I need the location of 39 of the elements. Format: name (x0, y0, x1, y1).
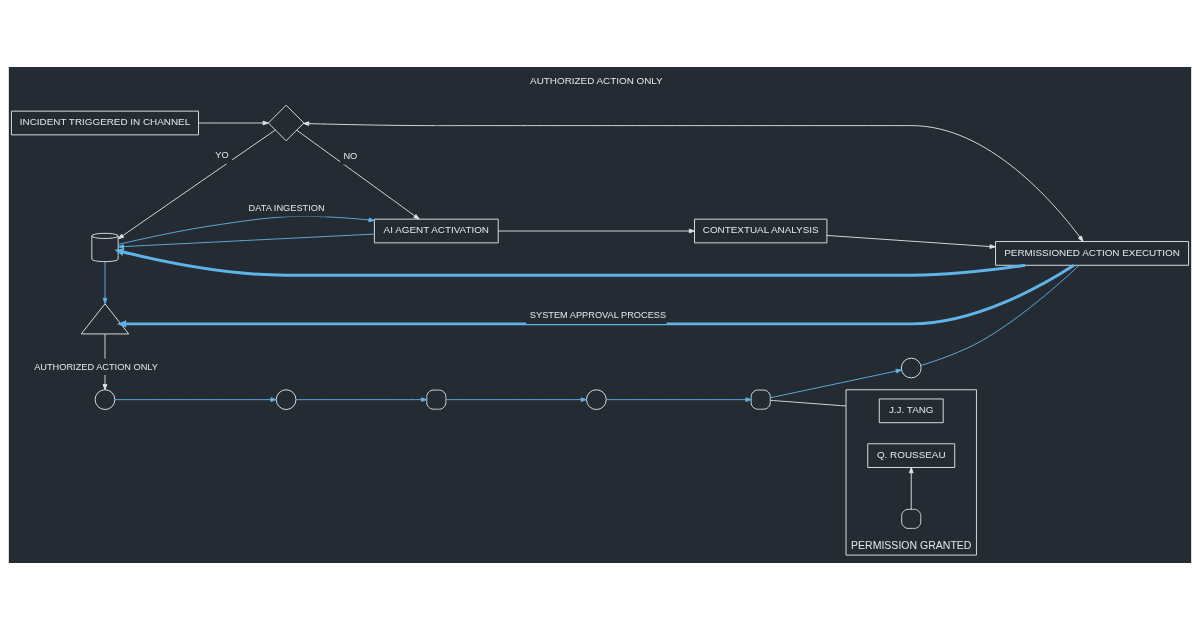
node-box: CONTEXTUAL ANALYSIS (694, 218, 828, 244)
connector (920, 265, 1080, 366)
arrow (826, 235, 996, 249)
arrow (198, 120, 269, 126)
arrow (117, 129, 276, 240)
arrow (770, 368, 902, 399)
node-box: INCIDENT TRIGGERED IN CHANNEL (11, 110, 199, 136)
node-box: J.J. TANG (878, 398, 944, 424)
node-picture (901, 508, 922, 529)
arrow (114, 397, 277, 402)
arrow (116, 264, 1075, 328)
arrow (117, 233, 375, 249)
node-circle (275, 389, 297, 410)
arrow (114, 248, 1026, 277)
edge-label: SYSTEM APPROVAL PROCESS (529, 310, 667, 321)
connector (770, 399, 847, 407)
node-circle (94, 389, 116, 410)
arrow (303, 121, 1084, 242)
edge-label: NO (343, 151, 358, 162)
edge-label: YO (215, 150, 229, 161)
label: AUTHORIZED ACTION ONLY (530, 74, 663, 86)
arrow (295, 397, 428, 402)
node-box: PERMISSIONED ACTION EXECUTION (995, 241, 1189, 266)
arrow (102, 261, 108, 305)
node-box: AI AGENT ACTIVATION (373, 218, 499, 244)
node-circle (586, 389, 607, 410)
node-picture (426, 389, 447, 410)
arrow (497, 228, 695, 234)
arrow (117, 215, 375, 245)
node-picture (750, 389, 771, 410)
node-diamond (267, 104, 305, 142)
arrow (445, 397, 587, 402)
node-box: Q. ROUSSEAU (867, 443, 956, 468)
edge-label: DATA INGESTION (248, 203, 325, 214)
arrow (605, 397, 752, 402)
arrow (296, 129, 420, 220)
arrow (908, 467, 914, 510)
edge-label: AUTHORIZED ACTION ONLY (34, 361, 158, 372)
node-circle (900, 357, 922, 379)
